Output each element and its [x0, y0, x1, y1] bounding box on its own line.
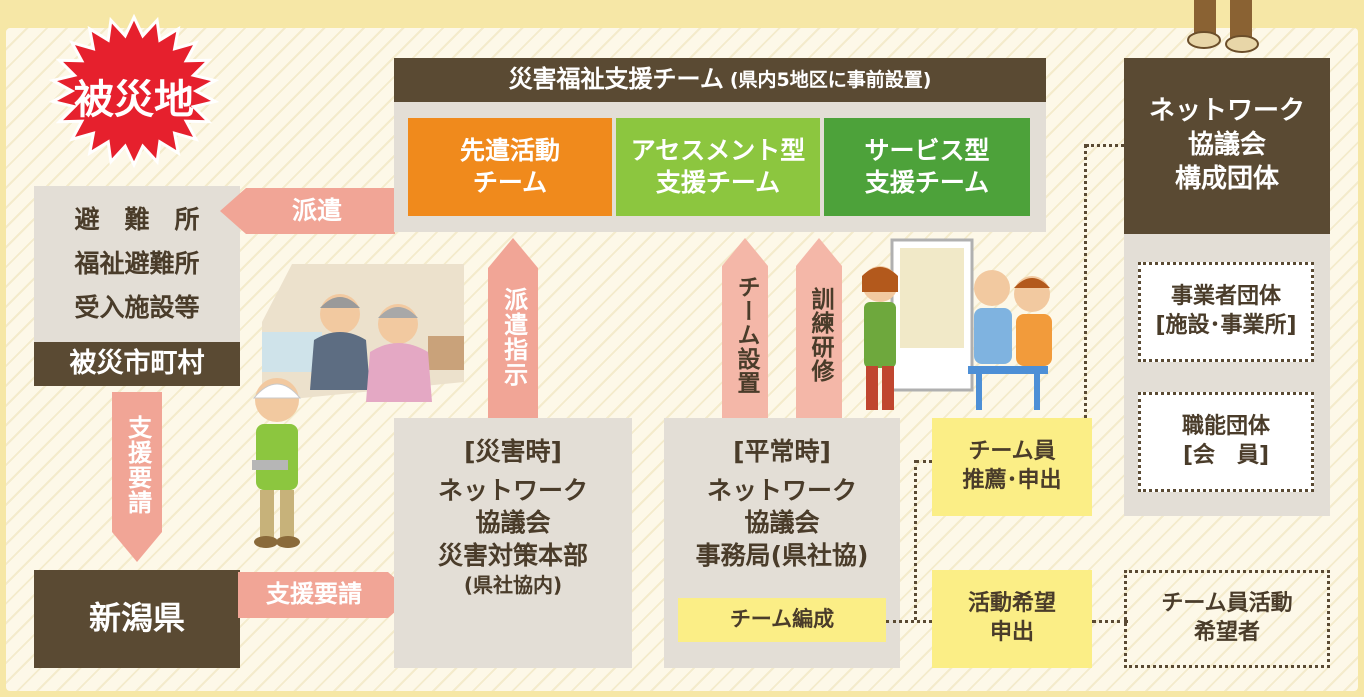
network-members-title-2: 協議会 — [1187, 130, 1266, 161]
team-header-subtitle: (県内5地区に事前設置) — [729, 68, 932, 91]
assessment-team-card: アセスメント型 支援チーム — [616, 118, 820, 216]
support-request-horizontal-label: 支援要請 — [266, 580, 362, 609]
activity-request-line-1: 活動希望 — [967, 591, 1056, 617]
service-team-line-1: サービス型 — [864, 135, 990, 165]
shelter-line-1: 避 難 所 — [74, 204, 200, 234]
business-groups-line-2: [施設･事業所] — [1155, 313, 1297, 338]
normal-office-line-3: 事務局(県社協) — [695, 540, 869, 570]
member-recommend-box: チーム員 推薦･申出 — [932, 418, 1092, 516]
team-setup-up-arrow — [722, 238, 768, 418]
disaster-hq-line-3: 災害対策本部 — [437, 540, 588, 570]
disaster-hq-bracket: [災害時] — [464, 437, 562, 466]
connector-recommend-v — [914, 460, 917, 620]
team-setup-label: チーム設置 — [732, 275, 759, 395]
advance-team-line-2: チーム — [472, 168, 548, 197]
network-members-title-1: ネットワーク — [1148, 96, 1305, 127]
connector-network-v — [1084, 144, 1087, 438]
advance-team-card: 先遣活動 チーム — [408, 118, 612, 216]
normal-office-line-2: 協議会 — [744, 508, 820, 537]
shelter-line-3: 受入施設等 — [74, 292, 200, 322]
affected-municipality-label: 被災市町村 — [34, 342, 240, 386]
disaster-hq-line-2: 協議会 — [475, 508, 551, 537]
disaster-area-burst — [48, 13, 220, 169]
disaster-hq-box: [災害時] ネットワーク 協議会 災害対策本部 (県社協内) — [394, 418, 632, 668]
volunteer-box: チーム員活動 希望者 — [1124, 570, 1330, 668]
training-scene-illustration — [862, 238, 1052, 410]
member-recommend-line-1: チーム員 — [968, 439, 1056, 465]
connector-network-h — [1086, 144, 1124, 147]
training-up-arrow — [796, 238, 842, 418]
connector-recommend-h — [916, 460, 932, 463]
professional-groups-line-1: 職能団体 — [1181, 414, 1270, 440]
character-legs-illustration — [1187, 0, 1259, 53]
assessment-team-line-2: 支援チーム — [655, 168, 781, 197]
niigata-prefecture-box: 新潟県 — [34, 570, 240, 668]
normal-office-bracket: [平常時] — [733, 437, 831, 466]
activity-request-box: 活動希望 申出 — [932, 570, 1092, 668]
worker-illustration — [252, 378, 302, 548]
support-request-right-arrow — [238, 572, 414, 618]
training-label: 訓練研修 — [806, 287, 833, 383]
business-groups-box: 事業者団体 [施設･事業所] — [1138, 262, 1314, 362]
normal-office-line-1: ネットワーク — [706, 475, 857, 505]
professional-groups-box: 職能団体 [会 員] — [1138, 392, 1314, 492]
service-team-card: サービス型 支援チーム — [824, 118, 1030, 216]
shelter-elderly-illustration — [262, 264, 464, 402]
service-team-line-2: 支援チーム — [864, 168, 990, 197]
team-header-title: 災害福祉支援チーム — [508, 65, 724, 94]
disaster-hq-line-4: (県社協内) — [463, 573, 563, 597]
team-formation-box: チーム編成 — [678, 598, 886, 642]
advance-team-line-1: 先遣活動 — [459, 135, 560, 165]
activity-request-line-2: 申出 — [989, 620, 1034, 645]
dispatch-label: 派遣 — [291, 195, 342, 225]
shelter-box: 避 難 所 福祉避難所 受入施設等 — [34, 186, 240, 342]
volunteer-line-1: チーム員活動 — [1161, 591, 1293, 617]
connector-formation-h — [886, 620, 932, 623]
member-recommend-line-2: 推薦･申出 — [962, 468, 1062, 493]
professional-groups-line-2: [会 員] — [1182, 443, 1270, 468]
business-groups-line-1: 事業者団体 — [1170, 284, 1281, 310]
support-request-down-arrow — [112, 392, 162, 562]
dispatch-arrow — [220, 188, 395, 234]
volunteer-line-2: 希望者 — [1193, 620, 1260, 645]
connector-volunteer-h — [1092, 620, 1128, 623]
shelter-line-2: 福祉避難所 — [74, 248, 200, 278]
dispatch-order-up-arrow — [488, 238, 538, 418]
team-header: 災害福祉支援チーム (県内5地区に事前設置) — [394, 58, 1046, 102]
network-members-header: ネットワーク 協議会 構成団体 — [1124, 58, 1330, 234]
support-request-vertical-label: 支援要請 — [123, 415, 152, 515]
disaster-hq-line-1: ネットワーク — [437, 475, 588, 505]
dispatch-order-label: 派遣指示 — [499, 287, 528, 387]
disaster-area-label: 被災地 — [74, 77, 194, 123]
network-members-title-3: 構成団体 — [1174, 163, 1279, 194]
assessment-team-line-1: アセスメント型 — [630, 135, 806, 165]
